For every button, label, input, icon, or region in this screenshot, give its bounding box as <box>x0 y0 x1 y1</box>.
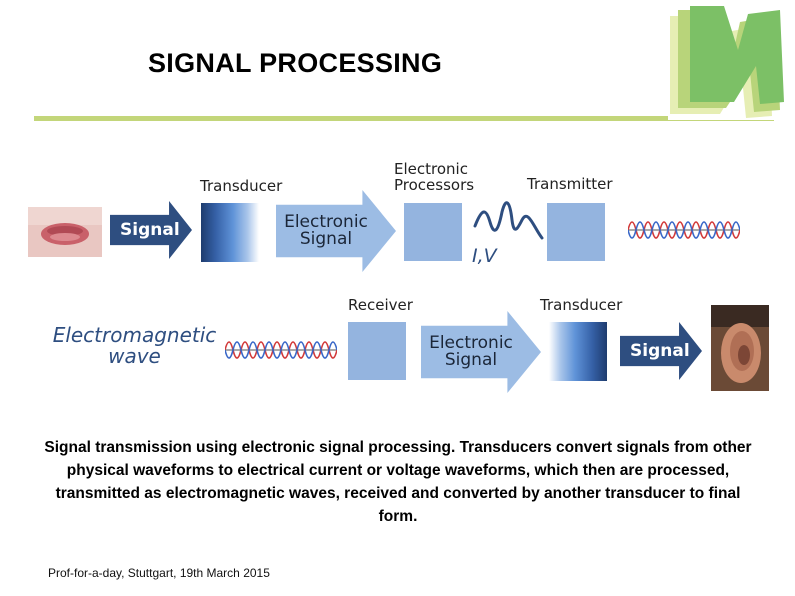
em-wave-icon-bottom <box>224 332 338 368</box>
transducer-block-top <box>201 203 259 262</box>
em-wave-label-line1: Electromagnetic <box>52 323 217 347</box>
transducer-label-top: Transducer <box>200 177 283 195</box>
electronic-signal-bottom-line1: Electronic <box>429 333 513 353</box>
ear-photo <box>711 305 769 391</box>
slide-footer: Prof-for-a-day, Stuttgart, 19th March 20… <box>48 566 270 580</box>
slide-title: SIGNAL PROCESSING <box>148 48 443 78</box>
electronic-signal-bottom-line2: Signal <box>444 350 498 370</box>
em-wave-label: Electromagnetic wave <box>42 325 227 367</box>
title-divider <box>34 116 774 121</box>
transducer-block-bottom <box>549 322 607 381</box>
receiver-block <box>348 322 406 380</box>
mouth-photo <box>28 207 102 257</box>
waveform-icon <box>472 198 544 246</box>
university-logo <box>668 6 786 120</box>
processors-label-line1: Electronic <box>394 160 468 178</box>
signal-arrow-output: Signal <box>620 322 702 380</box>
transducer-label-bottom: Transducer <box>540 296 623 314</box>
processors-block <box>404 203 462 261</box>
slide-caption: Signal transmission using electronic sig… <box>44 439 752 525</box>
transmitter-label: Transmitter <box>527 175 613 193</box>
em-wave-label-line2: wave <box>108 344 161 368</box>
electronic-signal-arrow-top: Electronic Signal <box>276 190 396 272</box>
electronic-signal-arrow-bottom: Electronic Signal <box>421 311 541 393</box>
em-wave-icon-top <box>627 212 741 248</box>
signal-arrow-input-label: Signal <box>120 220 180 240</box>
iv-label: I,V <box>472 245 497 267</box>
electronic-signal-top-line1: Electronic <box>284 212 368 232</box>
signal-arrow-output-label: Signal <box>630 341 690 361</box>
receiver-label: Receiver <box>348 296 413 314</box>
transmitter-block <box>547 203 605 261</box>
signal-arrow-input: Signal <box>110 201 192 259</box>
processors-label-line2: Processors <box>394 176 475 194</box>
electronic-signal-top-line2: Signal <box>299 229 353 249</box>
